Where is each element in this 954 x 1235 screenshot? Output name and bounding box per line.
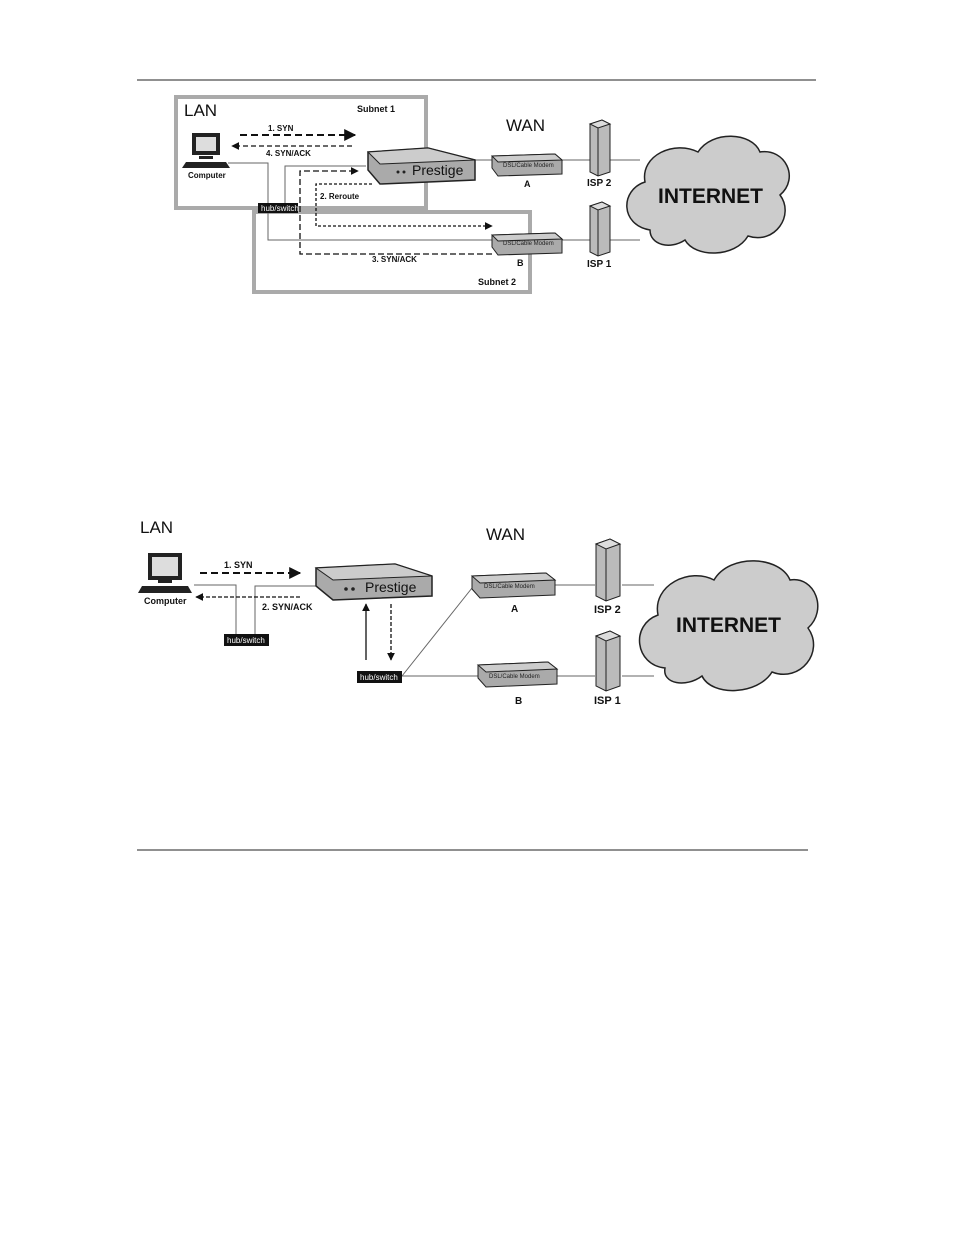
hub1-label: hub/switch	[227, 636, 265, 645]
modem-a-label-2: A	[511, 604, 518, 615]
computer-label-2: Computer	[144, 596, 187, 606]
wires-bottom	[194, 585, 654, 676]
step2-label: 2. Reroute	[320, 192, 360, 201]
modem-b-label: B	[517, 258, 524, 268]
step1-label-2: 1. SYN	[224, 560, 253, 570]
isp2-server-icon	[590, 120, 610, 176]
modem-b-text-2: DSL/Cable Modem	[489, 674, 540, 680]
isp1-label-2: ISP 1	[594, 695, 621, 707]
hub-label: hub/switch	[261, 204, 299, 213]
step1-label: 1. SYN	[268, 124, 294, 133]
isp1-label: ISP 1	[587, 259, 612, 270]
lan-label: LAN	[184, 101, 217, 120]
lan-label-2: LAN	[140, 518, 173, 537]
isp1-server-icon-2	[596, 631, 620, 691]
isp2-server-icon-2	[596, 539, 620, 601]
modem-a-text: DSL/Cable Modem	[503, 163, 554, 169]
isp2-label-2: ISP 2	[594, 604, 621, 616]
isp2-label: ISP 2	[587, 178, 612, 189]
wan-label-2: WAN	[486, 525, 525, 544]
step3-label: 3. SYN/ACK	[372, 255, 417, 264]
router-label: Prestige	[412, 162, 464, 178]
modem-b-label-2: B	[515, 696, 522, 707]
reroute-arrow	[316, 184, 492, 226]
diagram-bottom: LAN WAN Computer hub/switch hub/switch	[138, 518, 818, 707]
computer-icon-2	[138, 553, 192, 593]
subnet1-label: Subnet 1	[357, 104, 395, 114]
step4-label: 4. SYN/ACK	[266, 149, 311, 158]
modem-b-text: DSL/Cable Modem	[503, 241, 554, 247]
router-label-2: Prestige	[365, 579, 417, 595]
modem-a-text-2: DSL/Cable Modem	[484, 584, 535, 590]
diagram-top: LAN Subnet 1 Subnet 2 WAN Computer hub/s…	[176, 97, 789, 292]
hub2-label: hub/switch	[360, 673, 398, 682]
computer-label: Computer	[188, 171, 226, 180]
modem-a-label: A	[524, 179, 531, 189]
subnet2-label: Subnet 2	[478, 277, 516, 287]
internet-label-2: INTERNET	[676, 614, 781, 637]
internet-label: INTERNET	[658, 185, 763, 208]
computer-icon	[182, 133, 230, 168]
wan-label: WAN	[506, 116, 545, 135]
step2-label-2: 2. SYN/ACK	[262, 602, 313, 612]
isp1-server-icon	[590, 202, 610, 256]
